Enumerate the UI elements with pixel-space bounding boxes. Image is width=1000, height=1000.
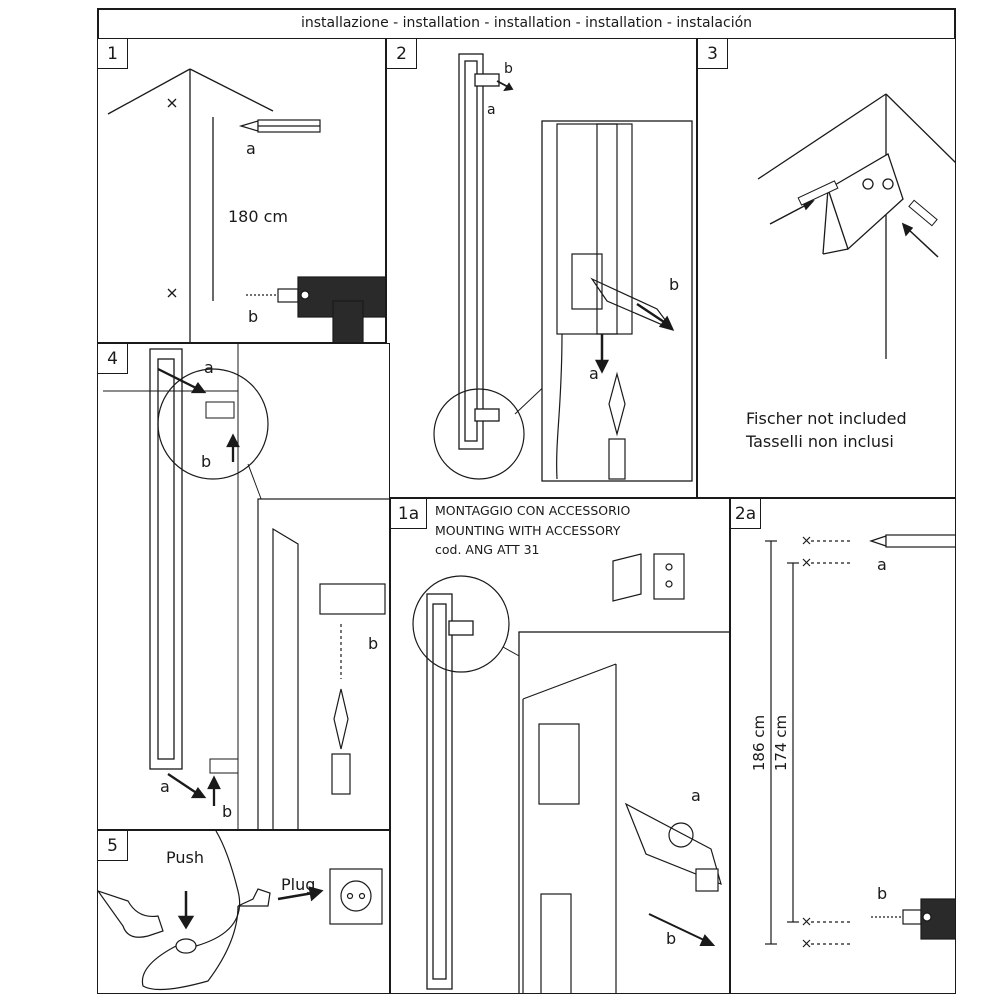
wall-marking-drawing bbox=[107, 68, 385, 342]
pencil-icon bbox=[238, 119, 321, 133]
pencil-icon bbox=[869, 534, 955, 548]
step-number: 2a bbox=[731, 499, 761, 529]
label-b: b bbox=[201, 452, 212, 471]
fischer-note: Fischer not included bbox=[746, 409, 907, 428]
dimension-inner: 174 cm bbox=[772, 714, 790, 772]
bracket-removal-drawing bbox=[433, 53, 693, 482]
step-2-panel: 2 b a bbox=[386, 38, 697, 498]
accessory-code: cod. ANG ATT 31 bbox=[435, 542, 540, 557]
step-1a-panel: 1a MONTAGGIO CON ACCESSORIO MOUNTING WIT… bbox=[390, 498, 730, 994]
step-number: 4 bbox=[98, 344, 128, 374]
drill-icon bbox=[246, 276, 385, 342]
label-a: a bbox=[691, 786, 701, 805]
label-b: b bbox=[248, 307, 259, 326]
step-1-panel: 1 a 180 cm b bbox=[97, 38, 386, 343]
label-b: b bbox=[877, 884, 888, 903]
detail-b: b bbox=[669, 275, 680, 294]
tasselli-note: Tasselli non inclusi bbox=[746, 432, 894, 451]
distance-label: 180 cm bbox=[228, 207, 289, 226]
dimension-outer: 186 cm bbox=[750, 714, 768, 772]
bracket-fixing-drawing bbox=[757, 93, 955, 359]
label-b: b bbox=[666, 929, 677, 948]
label-a: a bbox=[877, 555, 887, 574]
step-number: 2 bbox=[387, 39, 417, 69]
detail-a: a bbox=[589, 364, 599, 383]
step-number: 1a bbox=[391, 499, 427, 529]
step-5-panel: 5 Push Plug bbox=[97, 830, 390, 994]
label-b: b bbox=[504, 61, 513, 77]
accessory-mounting-drawing bbox=[412, 553, 729, 993]
step-4-panel: 4 a b a b b bbox=[97, 343, 390, 830]
label-a: a bbox=[204, 358, 214, 377]
page-title: installazione - installation - installat… bbox=[300, 15, 753, 31]
step-number: 1 bbox=[98, 39, 128, 69]
detail-b: b bbox=[368, 634, 379, 653]
label-a: a bbox=[246, 139, 256, 158]
accessory-line-2: MOUNTING WITH ACCESSORY bbox=[435, 523, 621, 538]
accessory-wall-marking-drawing bbox=[765, 534, 955, 948]
step-number: 3 bbox=[698, 39, 728, 69]
step-number: 5 bbox=[98, 831, 128, 861]
step-2a-panel: 2a a b 186 cm 17 bbox=[730, 498, 956, 994]
drill-icon bbox=[871, 898, 955, 940]
label-a-bottom: a bbox=[160, 777, 170, 796]
push-label: Push bbox=[166, 848, 204, 867]
radiator-hanging-drawing bbox=[103, 344, 389, 829]
label-b-bottom: b bbox=[222, 802, 233, 821]
step-3-panel: 3 Fischer not included Tasselli non incl… bbox=[697, 38, 956, 498]
label-a: a bbox=[487, 102, 496, 118]
plug-label: Plug bbox=[281, 875, 316, 894]
accessory-brackets bbox=[612, 553, 685, 602]
accessory-line-1: MONTAGGIO CON ACCESSORIO bbox=[435, 503, 631, 518]
plug-in-drawing bbox=[98, 831, 383, 991]
